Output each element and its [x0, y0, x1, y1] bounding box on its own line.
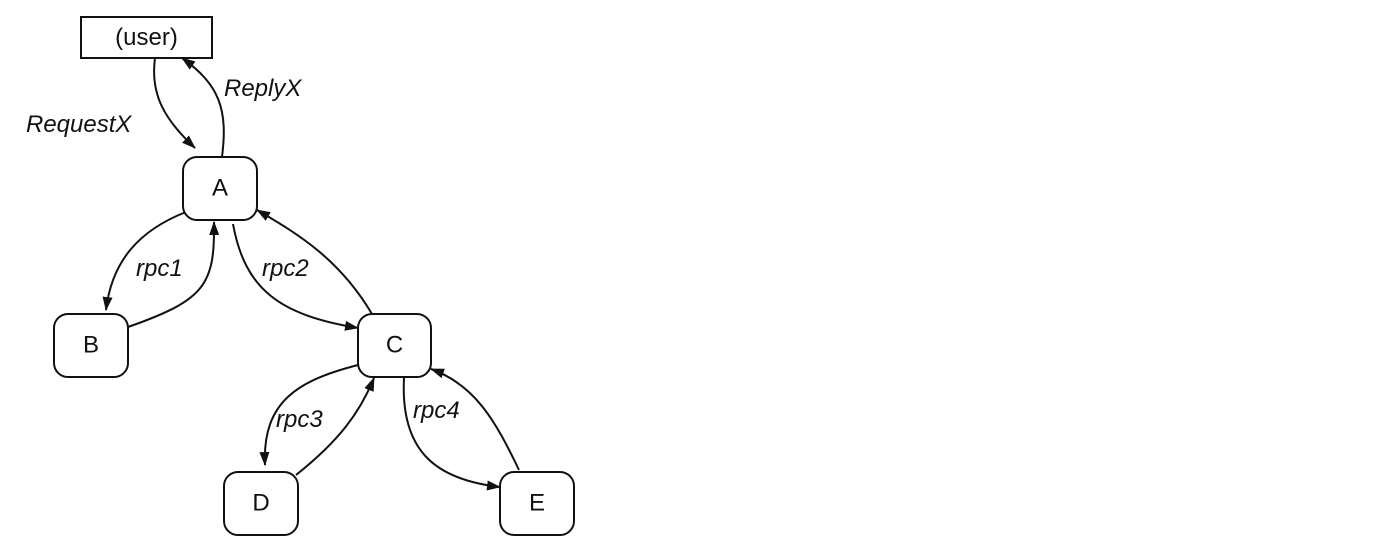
edge-rpc4-e-to-c — [430, 368, 520, 471]
node-d-label: D — [252, 489, 269, 516]
node-user: (user) — [80, 16, 213, 59]
node-c-label: C — [386, 331, 403, 358]
edge-label-rpc1: rpc1 — [136, 255, 183, 282]
node-a-label: A — [212, 174, 228, 201]
node-d: D — [223, 471, 299, 536]
edge-label-rpc3: rpc3 — [276, 406, 323, 433]
edge-rpc4-c-to-e — [402, 377, 501, 491]
edge-label-request: RequestX — [26, 111, 132, 138]
node-e: E — [499, 471, 575, 536]
edge-label-rpc4: rpc4 — [413, 397, 460, 424]
node-user-label: (user) — [115, 24, 178, 51]
edge-rpc3-d-to-c — [295, 377, 375, 476]
edge-rpc1-b-to-a — [127, 221, 220, 328]
edge-label-rpc2: rpc2 — [262, 255, 309, 282]
edge-rpc2-c-to-a — [256, 209, 373, 315]
node-c: C — [357, 313, 432, 378]
edge-request-user-to-a — [153, 57, 196, 149]
edge-rpc3-c-to-d — [259, 364, 359, 466]
edge-reply-a-to-user — [181, 57, 225, 158]
edge-rpc1-a-to-b — [102, 211, 187, 311]
edge-label-reply: ReplyX — [224, 75, 302, 102]
node-e-label: E — [529, 489, 545, 516]
node-a: A — [182, 156, 258, 221]
node-b-label: B — [83, 331, 99, 358]
edge-rpc2-a-to-c — [232, 223, 359, 331]
node-b: B — [53, 313, 129, 378]
